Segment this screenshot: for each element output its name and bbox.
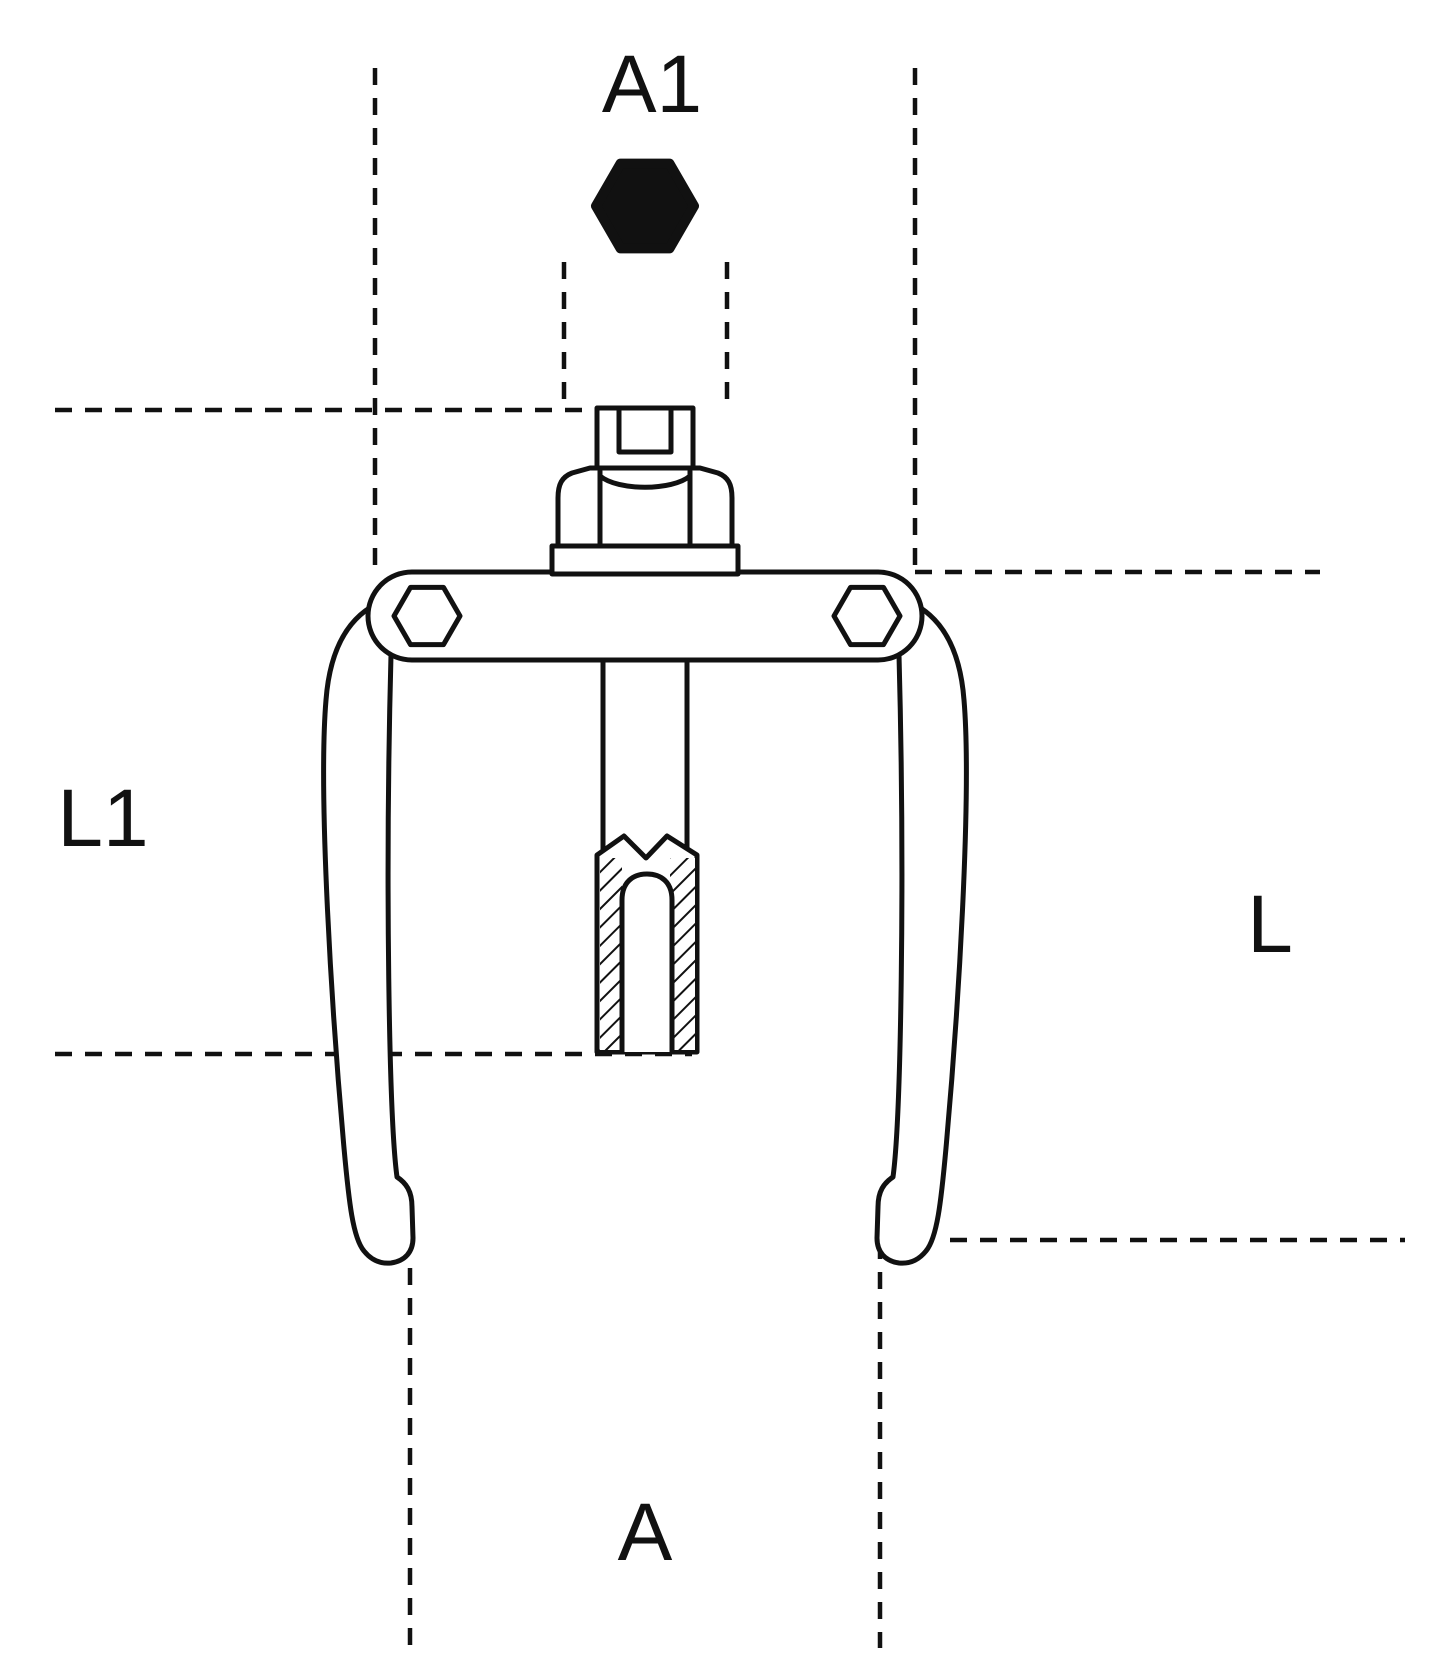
square-drive: [594, 405, 696, 473]
threaded-tip: [594, 833, 700, 1055]
crossbar-bolt-left: [391, 584, 463, 648]
tip-center-pin: [619, 871, 675, 1055]
hex-socket-icon: [591, 158, 699, 254]
label-l: L: [1247, 879, 1293, 970]
left-leg: [321, 587, 453, 1266]
puller-drawing: [321, 405, 969, 1266]
right-leg: [837, 587, 969, 1266]
hex-nut: [555, 465, 735, 549]
dimension-lines: [55, 68, 1405, 1648]
label-l1: L1: [57, 773, 148, 864]
label-a: A: [618, 1487, 673, 1578]
spindle-shaft: [600, 657, 690, 853]
label-a1: A1: [602, 39, 702, 130]
washer: [549, 543, 741, 577]
tip-hatch-left: [600, 858, 622, 1050]
crossbar-bolt-right: [831, 584, 903, 648]
